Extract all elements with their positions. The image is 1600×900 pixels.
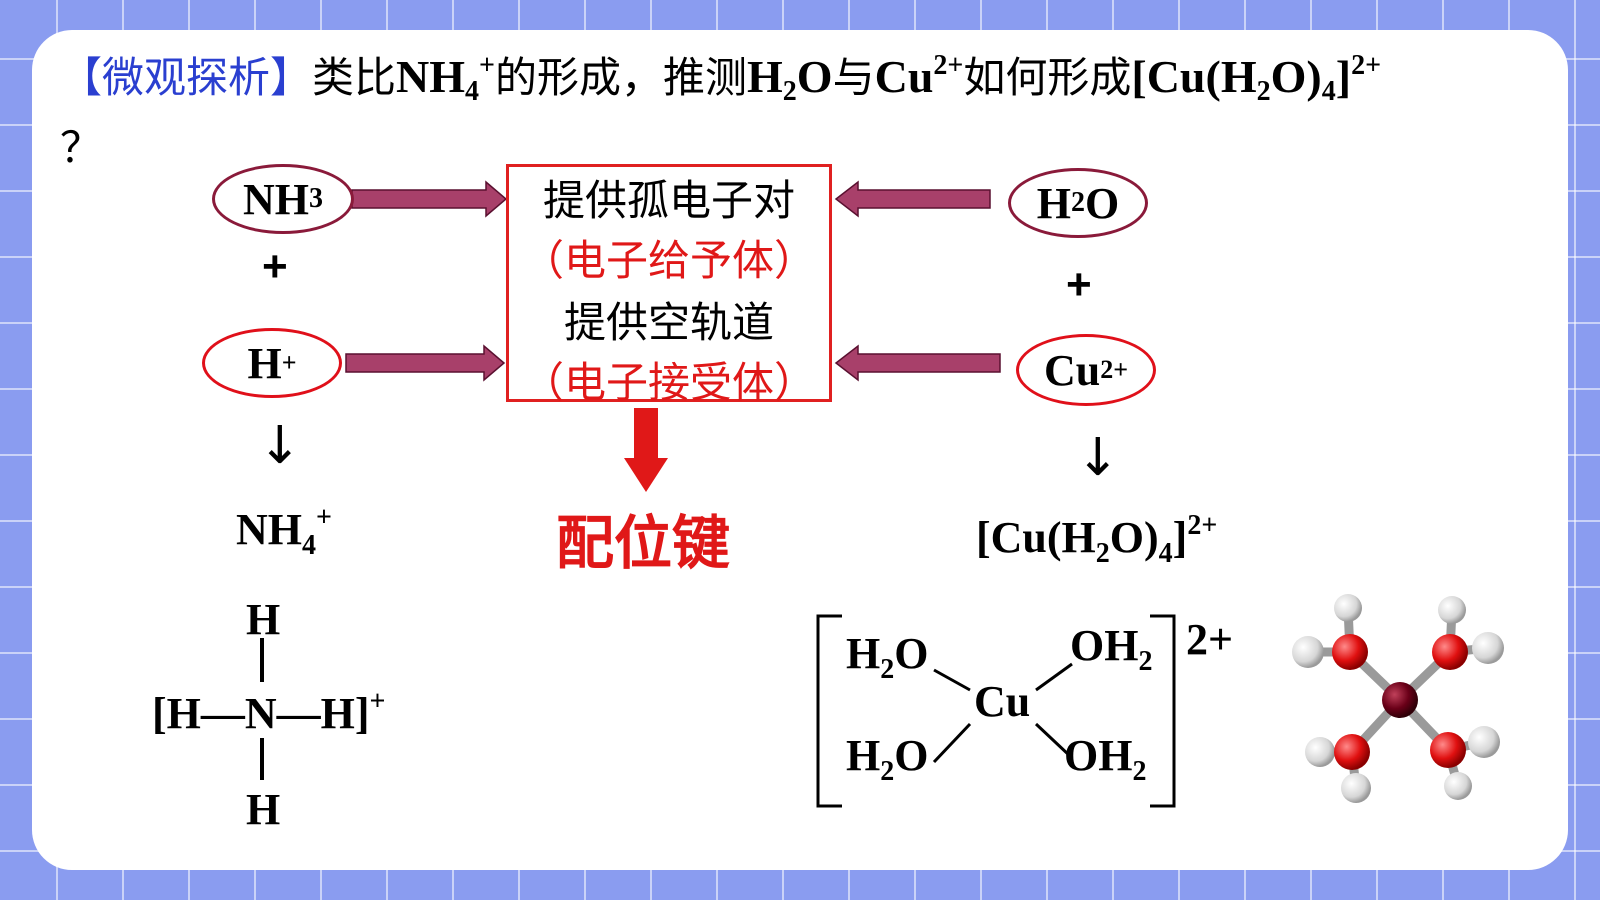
title-tag: 【微观探析】 [60,53,313,102]
title-cu: Cu2+ [874,50,964,102]
complex-ligand-tr: OH2 [1070,621,1153,677]
complex-center-cu: Cu [974,677,1031,726]
h-plus-ellipse: H+ [202,328,342,398]
title-h2o: H2O [747,51,833,107]
complex-product: [Cu(H2O)4]2+ [976,510,1218,569]
arrow-h-to-box [345,344,506,382]
oxygen-atoms [1332,634,1468,770]
cu-bond-tl [933,668,971,692]
complex-ligand-tl: H2O [846,629,929,685]
coordinate-bond-label: 配位键 [556,509,731,577]
acceptor-label: 提供空轨道 [563,298,774,347]
complex-ligand-br: OH2 [1064,731,1147,787]
complex-bracket-right [1150,614,1176,808]
hydrogen-atoms [1292,594,1504,803]
nh4-struct-middle: [H—N—H]+ [152,686,386,738]
cu-bond-br [1034,722,1072,758]
donor-role: （电子给予体） [521,236,816,285]
copper-atom [1382,682,1418,718]
acceptor-role: （电子接受体） [521,358,816,407]
complex-charge: 2+ [1186,615,1234,664]
right-down-arrow: ↓ [1076,428,1120,488]
arrow-h2o-to-box [834,180,991,218]
arrow-box-to-bond [624,408,668,492]
molecule-3d-model [1292,594,1504,803]
complex-bracket-left [816,614,842,808]
arrow-nh3-to-box [351,180,508,218]
page-title: 【微观探析】类比NH4+的形成，推测H2O与Cu2+如何形成[Cu(H2O)4]… [60,50,1382,172]
cu-bond-bl [932,722,972,764]
left-plus: + [262,242,288,291]
cu-bond-tr [1035,662,1073,692]
donor-label: 提供孤电子对 [542,176,795,225]
title-nh4: NH4+ [396,50,495,107]
nh4-struct-bottom-h: H [246,785,281,834]
title-complex: [Cu(H2O)4]2+ [1131,50,1382,107]
left-down-arrow: ↓ [258,416,302,476]
nh4-struct-top-h: H [246,595,281,644]
complex-ligand-bl: H2O [846,731,929,787]
bond-explanation-box: 提供孤电子对 （电子给予体） 提供空轨道 （电子接受体） [506,164,832,407]
right-plus: + [1066,260,1092,309]
arrow-cu-to-box [834,344,1001,382]
nh4-product: NH4+ [236,502,332,561]
